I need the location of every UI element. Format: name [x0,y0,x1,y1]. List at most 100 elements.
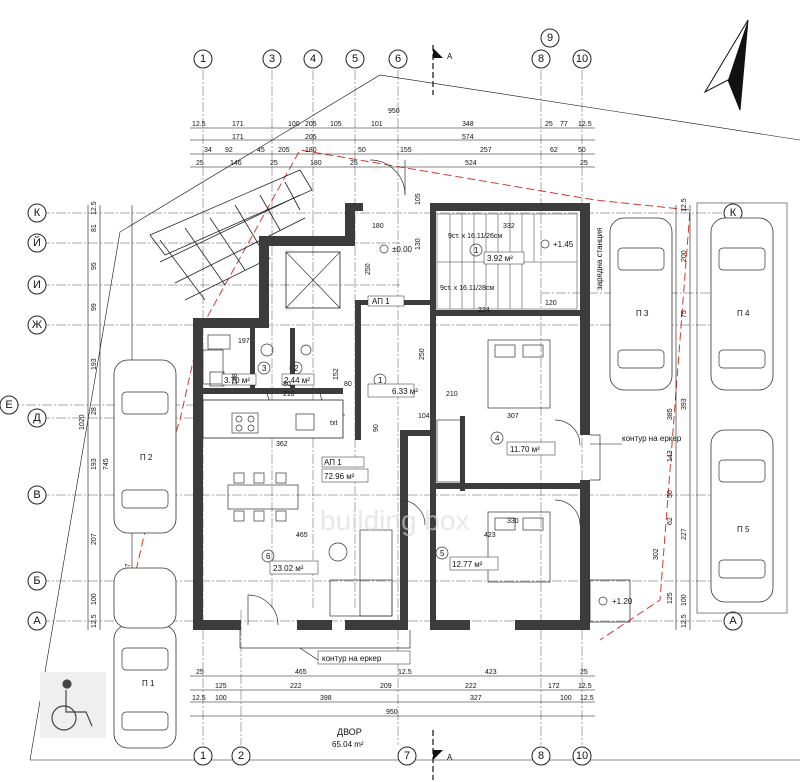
svg-text:12.5: 12.5 [681,198,688,212]
svg-text:П 2: П 2 [140,453,153,462]
svg-text:12.5: 12.5 [578,121,592,128]
svg-text:25: 25 [270,160,278,167]
interior-dimensions: 197 80 210 120 80 362 465 330 423 307 10… [232,223,557,539]
svg-text:101: 101 [371,121,383,128]
svg-text:210: 210 [446,391,458,398]
axis-label: Е [5,399,12,411]
yard-label: ДВОР [337,727,362,737]
svg-text:25: 25 [580,669,588,676]
room-area: 72.96 м² [324,472,355,481]
svg-text:28: 28 [91,407,98,415]
svg-text:100: 100 [560,695,572,702]
svg-text:1: 1 [378,376,383,385]
svg-text:207: 207 [91,533,98,545]
section-letter: A [447,52,453,61]
bottom-axis-markers: 1 2 7 8 10 [193,746,592,766]
svg-text:2: 2 [294,364,299,373]
svg-text:188: 188 [232,373,239,385]
room-area: 11.70 м² [510,445,540,454]
svg-text:172: 172 [548,683,560,690]
elevator-shaft [285,251,341,309]
parking-labels: П 1 П 2 П 3 П 4 П 5 [140,309,750,688]
svg-text:125: 125 [667,592,674,604]
level-marker [598,596,608,606]
section-marker-bottom: A [432,730,453,780]
svg-text:12.5: 12.5 [192,695,206,702]
svg-text:П 3: П 3 [636,309,649,318]
svg-text:12.5: 12.5 [580,695,594,702]
axis-label: 6 [395,53,401,65]
section-marker-top: A [432,45,453,95]
svg-text:45: 45 [257,147,265,154]
car-p3 [609,217,673,391]
svg-text:332: 332 [503,223,515,230]
level-marks: ±0.00 +1.45 +1.20 [379,239,633,606]
erker-label-bottom: контур на еркер [322,654,382,663]
room-area: 6.33 м² [392,387,418,396]
car-p2-lower [113,567,177,629]
svg-text:±0.00: ±0.00 [392,245,413,254]
axis-label: В [33,489,40,501]
erker-label-right: контур на еркер [622,434,682,443]
axis-label: 8 [538,750,544,762]
top-dimensions: 12.5 171 100 205 105 101 950 348 25 77 1… [190,108,595,168]
bottom-dimensions: 25 465 12.5 423 25 125 222 209 222 172 1… [190,669,595,717]
svg-text:50: 50 [578,147,586,154]
svg-text:100: 100 [91,593,98,605]
svg-text:П 4: П 4 [737,309,750,318]
parking-bay-frame [696,202,788,614]
svg-text:50: 50 [667,490,674,498]
kitchen [202,349,344,439]
svg-text:398: 398 [320,695,332,702]
svg-text:9ст. х 16.11/28см: 9ст. х 16.11/28см [440,285,494,292]
car-p1 [113,624,177,749]
svg-text:348: 348 [462,121,474,128]
svg-text:327: 327 [470,695,482,702]
svg-text:П 1: П 1 [142,679,155,688]
svg-text:524: 524 [465,160,477,167]
svg-text:100: 100 [215,695,227,702]
svg-text:197: 197 [238,338,250,345]
svg-text:105: 105 [330,121,342,128]
svg-text:4: 4 [495,434,500,443]
watermark: building box [320,505,469,536]
axis-label: К [34,207,41,219]
sofa [328,529,393,617]
svg-text:745: 745 [103,458,110,470]
svg-text:224: 224 [478,307,490,314]
svg-text:250: 250 [419,348,426,360]
svg-text:34: 34 [204,147,212,154]
car-p4 [710,217,774,391]
svg-text:12.5: 12.5 [398,669,412,676]
charging-station-label: зарядна станция [595,228,604,290]
left-axis-markers: К Й И Ж Е Д В Б А [0,203,47,631]
svg-text:205: 205 [305,121,317,128]
exterior-walls [193,203,590,630]
axis-label: А [729,615,737,627]
top-axis-markers: 1 3 4 5 6 8 9 10 [193,28,592,69]
svg-text:950: 950 [386,709,398,716]
svg-text:105: 105 [415,193,422,205]
svg-text:9ст. х 16.11/26см: 9ст. х 16.11/26см [448,233,502,240]
roof-contour-line [119,149,691,641]
wardrobe [436,419,462,483]
svg-text:130: 130 [415,238,422,250]
svg-text:950: 950 [388,108,400,115]
svg-text:txt: txt [330,420,337,427]
axis-label: К [730,207,737,219]
svg-text:1: 1 [474,246,479,255]
svg-text:25: 25 [196,160,204,167]
svg-text:92: 92 [225,147,233,154]
svg-text:АП 1: АП 1 [372,297,390,306]
svg-text:75: 75 [681,310,688,318]
wheelchair-icon [40,672,106,738]
svg-text:25: 25 [545,121,553,128]
annotations: контур на еркер контур на еркер зарядна … [299,228,682,749]
svg-text:222: 222 [465,683,477,690]
entry-step [589,579,631,623]
svg-text:180: 180 [372,223,384,230]
svg-text:25: 25 [196,669,204,676]
axis-label: 9 [547,32,553,44]
yard-area: 65.04 m² [332,740,364,749]
